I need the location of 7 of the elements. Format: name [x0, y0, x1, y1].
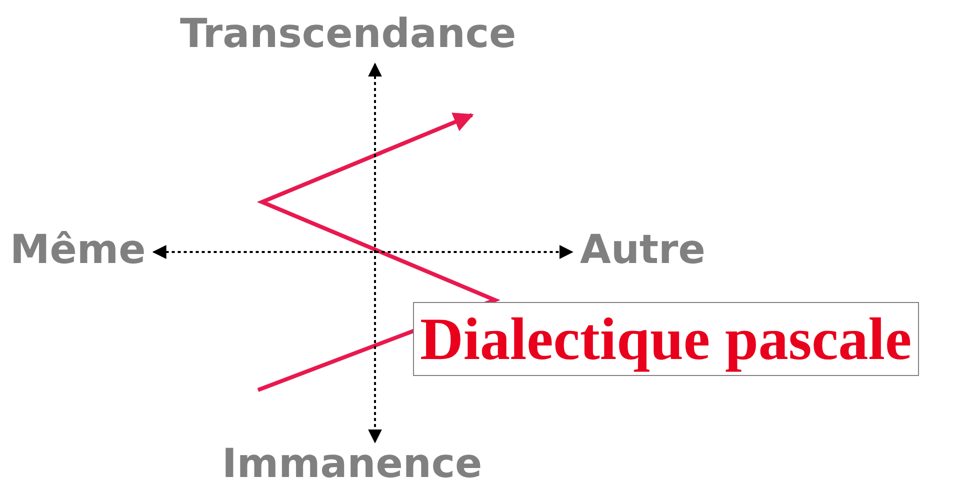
title-box: Dialectique pascale	[413, 302, 919, 376]
axis-label: Autre	[580, 226, 706, 274]
axis-label: Transcendance	[180, 10, 516, 58]
axis-label: Immanence	[222, 440, 482, 481]
axis-label: Même	[10, 226, 146, 274]
axis-arrow	[368, 62, 382, 444]
axis-arrow	[152, 245, 574, 259]
